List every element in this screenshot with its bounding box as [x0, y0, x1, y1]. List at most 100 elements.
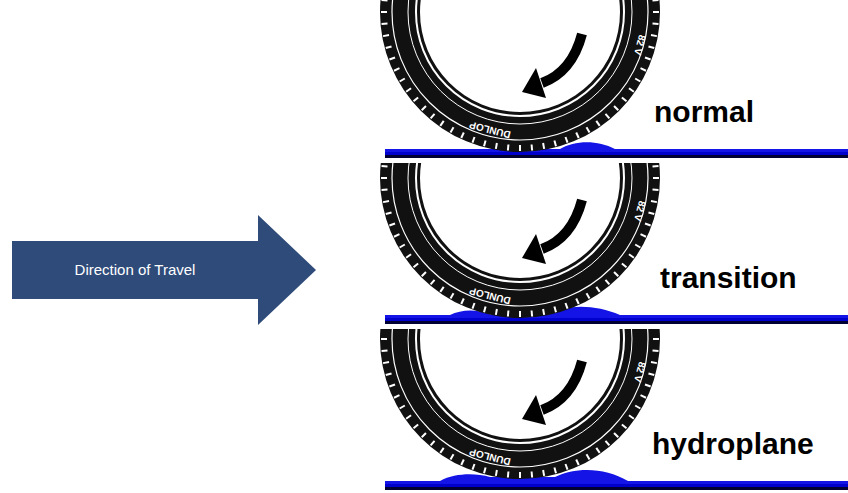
tread-block — [652, 350, 658, 353]
tread-block — [543, 470, 544, 476]
sidewall-ring — [408, 0, 632, 124]
tread-block — [414, 97, 419, 101]
tread-block — [576, 460, 579, 465]
tread-block — [596, 287, 599, 292]
tread-block — [381, 177, 387, 179]
tire-size: 82 V — [632, 200, 648, 223]
road-line — [385, 155, 848, 158]
tire-brand: DUNLOP — [468, 120, 512, 141]
arrow-label: Direction of Travel — [12, 261, 258, 279]
tread-block — [431, 280, 435, 285]
tread-block — [451, 454, 454, 459]
tread-block — [484, 467, 486, 473]
tread-block — [431, 114, 435, 119]
tire — [380, 0, 660, 152]
tread-block — [431, 441, 435, 446]
tread-block — [605, 114, 609, 119]
tread-block — [653, 177, 659, 179]
tread-block — [394, 395, 399, 398]
tread-block — [587, 127, 590, 132]
tread-block — [519, 472, 521, 478]
tread-block — [641, 234, 646, 237]
tread-block — [400, 406, 405, 409]
tire-size: 82 V — [632, 361, 648, 384]
tread-block — [653, 11, 659, 13]
tread-block — [648, 373, 654, 375]
tread-block — [653, 338, 659, 340]
tread-block — [605, 280, 609, 285]
tread-block — [645, 223, 651, 225]
tread-block — [381, 338, 387, 340]
sidewall-ring — [392, 0, 648, 140]
tread-block — [389, 57, 395, 59]
tread-block — [507, 144, 510, 150]
tread-block — [652, 165, 658, 168]
tread-block — [622, 263, 627, 267]
tire-body — [380, 163, 660, 318]
tread-block — [641, 395, 646, 398]
tread-block — [406, 415, 411, 418]
road-surface — [385, 152, 848, 155]
tread-block — [635, 79, 640, 82]
tread-block — [629, 415, 634, 418]
tread-block — [400, 79, 405, 82]
tread-block — [484, 306, 486, 312]
tread-block — [645, 384, 651, 386]
tread-block — [596, 448, 599, 453]
road-line — [385, 321, 848, 324]
tread-block — [383, 35, 389, 36]
tread-block — [400, 245, 405, 248]
tread-block — [414, 424, 419, 428]
tread-block — [496, 470, 497, 476]
tread-block — [614, 106, 618, 110]
tread-block — [507, 310, 510, 316]
tread-block — [414, 263, 419, 267]
tread-block — [382, 165, 388, 168]
tread-block — [531, 471, 534, 477]
tread-block — [629, 88, 634, 91]
sidewall-ring — [392, 163, 648, 306]
tread-block — [565, 464, 567, 470]
tread-block — [554, 306, 556, 312]
tread-block — [484, 140, 486, 146]
sidewall-ring — [416, 0, 624, 116]
tire-brand: DUNLOP — [468, 447, 512, 468]
tread-block — [565, 137, 567, 143]
tread-block — [383, 362, 389, 363]
tread-block — [652, 189, 658, 192]
tread-block — [587, 293, 590, 298]
tread-block — [422, 272, 426, 276]
tread-block — [652, 23, 658, 26]
tread-block — [461, 299, 464, 304]
tread-block — [651, 362, 657, 363]
tire-size: 82 V — [632, 34, 648, 57]
tread-block — [451, 293, 454, 298]
tire-panel — [380, 329, 848, 490]
tread-block — [576, 133, 579, 138]
tread-block — [383, 201, 389, 202]
tread-block — [496, 143, 497, 149]
tread-block — [648, 212, 654, 214]
sidewall-ring — [408, 163, 632, 290]
tread-block — [381, 11, 387, 13]
tread-block — [554, 467, 556, 473]
tread-block — [622, 97, 627, 101]
tread-block — [651, 35, 657, 36]
rotation-arrowhead — [522, 234, 546, 264]
tread-block — [614, 433, 618, 437]
tread-block — [531, 310, 534, 316]
water-layer — [385, 307, 848, 318]
tread-block — [576, 299, 579, 304]
tread-block — [651, 201, 657, 202]
tread-block — [382, 350, 388, 353]
state-label: transition — [660, 262, 797, 294]
tread-block — [587, 454, 590, 459]
tread-block — [496, 309, 497, 315]
water-layer — [385, 470, 848, 484]
tire-brand: DUNLOP — [468, 286, 512, 307]
tread-block — [614, 272, 618, 276]
rotation-arrow — [542, 361, 582, 410]
tread-block — [382, 0, 388, 1]
tread-block — [382, 23, 388, 26]
arrow-polygon — [12, 215, 316, 325]
